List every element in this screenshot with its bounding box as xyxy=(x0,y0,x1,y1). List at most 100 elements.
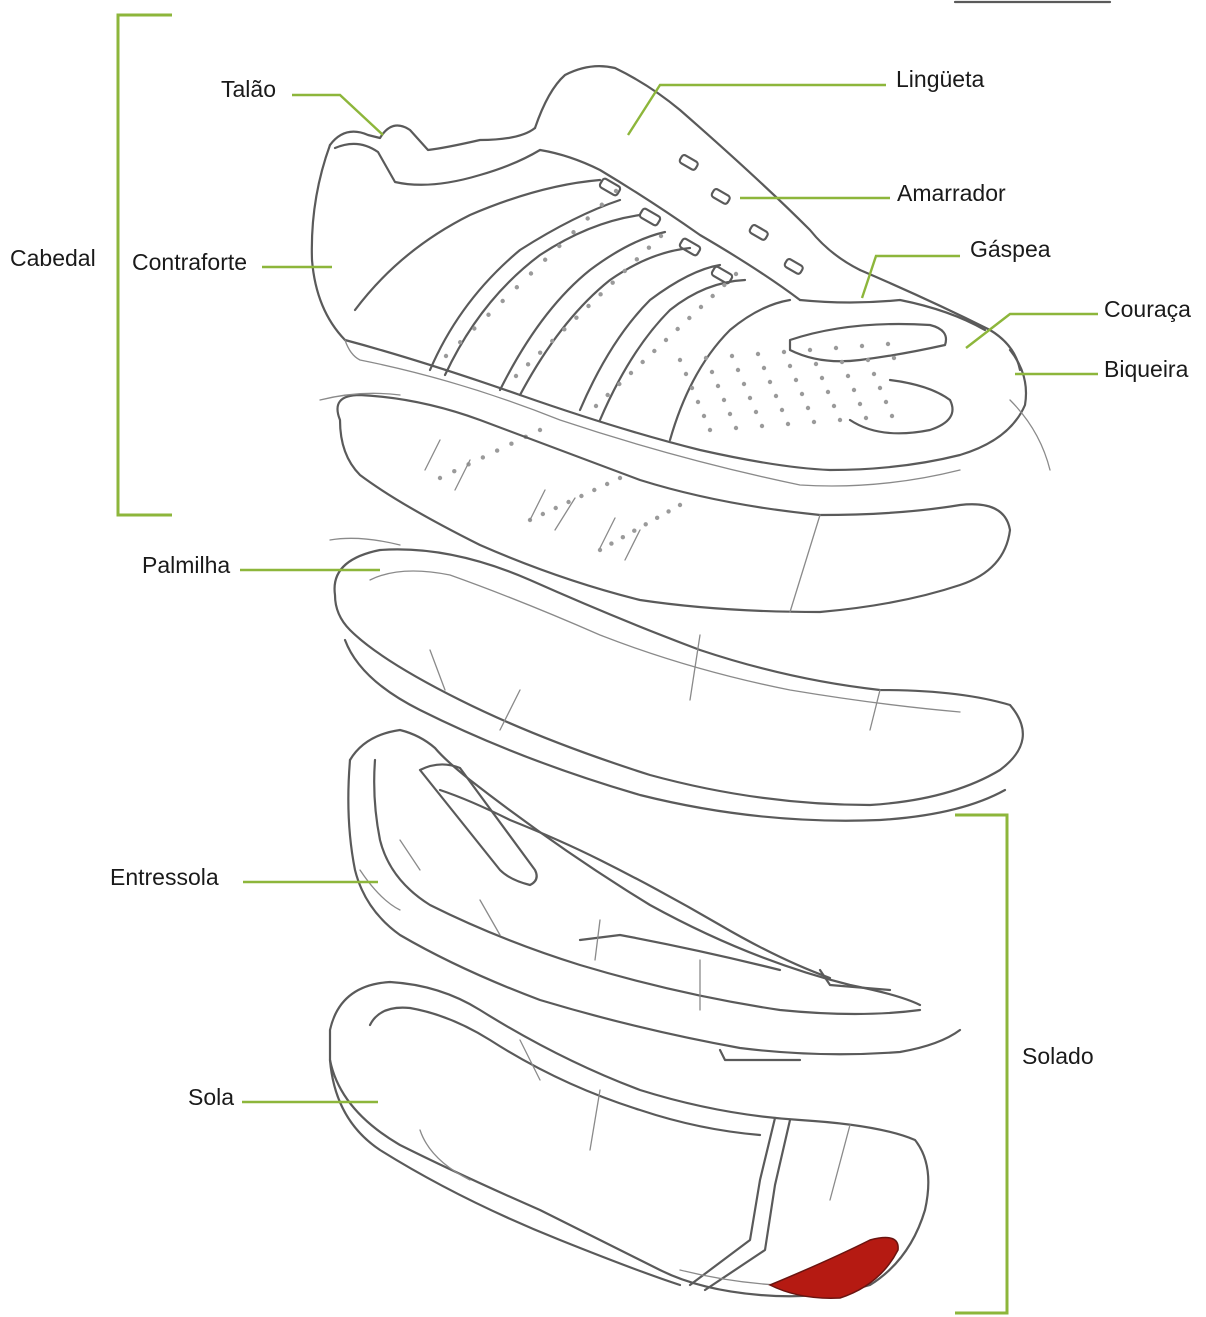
perforation-dot xyxy=(655,516,659,520)
label-palmilha: Palmilha xyxy=(142,554,230,577)
perforation-dot xyxy=(734,272,738,276)
perforation-dot xyxy=(840,360,844,364)
perforation-dot xyxy=(538,428,542,432)
perforation-dot xyxy=(586,304,590,308)
perforation-dot xyxy=(760,424,764,428)
perforation-dot xyxy=(852,388,856,392)
perforation-dot xyxy=(878,386,882,390)
perforation-dot xyxy=(664,338,668,342)
perforation-dot xyxy=(472,326,476,330)
perforation-dot xyxy=(858,402,862,406)
perforation-dot xyxy=(716,384,720,388)
perforation-dot xyxy=(526,362,530,366)
perforation-dot xyxy=(788,364,792,368)
entressola-sketch xyxy=(348,730,960,1060)
perforation-dot xyxy=(509,442,513,446)
perforation-dot xyxy=(610,280,614,284)
perforation-dot xyxy=(866,358,870,362)
perforation-dot xyxy=(652,349,656,353)
perforation-dot xyxy=(794,378,798,382)
perforation-dot xyxy=(659,234,663,238)
perforation-dot xyxy=(834,346,838,350)
perforation-dot xyxy=(806,406,810,410)
perforation-dot xyxy=(768,380,772,384)
label-talao: Talão xyxy=(221,78,276,101)
perforation-dot xyxy=(543,258,547,262)
eyelet xyxy=(639,208,661,227)
perforation-dot xyxy=(571,230,575,234)
palmilha-sketch xyxy=(330,538,1023,820)
perforation-dot xyxy=(621,535,625,539)
perforation-dot xyxy=(872,372,876,376)
perforation-dot xyxy=(666,509,670,513)
perforation-dot xyxy=(704,356,708,360)
perforation-dot xyxy=(696,400,700,404)
label-entressola: Entressola xyxy=(110,866,219,889)
perforation-dot xyxy=(598,292,602,296)
perforation-dot xyxy=(438,476,442,480)
perforation-dot xyxy=(690,386,694,390)
perforation-dot xyxy=(515,285,519,289)
eyelet xyxy=(749,224,769,241)
perforation-dot xyxy=(786,422,790,426)
label-couraca: Couraça xyxy=(1104,298,1191,321)
perforation-dot xyxy=(722,398,726,402)
label-contraforte: Contraforte xyxy=(132,251,247,274)
talao-leader xyxy=(292,95,383,135)
perforation-dot xyxy=(820,376,824,380)
perforation-dot xyxy=(678,503,682,507)
perforation-dot xyxy=(600,203,604,207)
sola-sketch xyxy=(330,982,928,1298)
eyelet xyxy=(711,266,733,285)
perforation-dot xyxy=(708,428,712,432)
perforation-dot xyxy=(605,393,609,397)
lingueta-leader xyxy=(628,85,886,135)
perforation-dot xyxy=(762,366,766,370)
perforation-dot xyxy=(481,455,485,459)
perforation-dot xyxy=(605,482,609,486)
perforation-dot xyxy=(728,412,732,416)
perforation-dot xyxy=(710,370,714,374)
perforation-dot xyxy=(826,390,830,394)
eyelet xyxy=(679,154,699,171)
perforation-dot xyxy=(554,506,558,510)
perforation-dot xyxy=(884,400,888,404)
label-cabedal: Cabedal xyxy=(10,247,96,270)
perforation-dot xyxy=(687,316,691,320)
perforation-dot xyxy=(486,313,490,317)
perforation-dot xyxy=(592,488,596,492)
perforation-dot xyxy=(541,512,545,516)
perforation-dot xyxy=(782,350,786,354)
perforation-dot xyxy=(754,410,758,414)
perforation-dot xyxy=(774,394,778,398)
label-biqueira: Biqueira xyxy=(1104,358,1188,381)
perforation-dot xyxy=(538,350,542,354)
label-amarrador: Amarrador xyxy=(897,182,1006,205)
perforation-dot xyxy=(684,372,688,376)
perforation-dot xyxy=(710,294,714,298)
perforation-dot xyxy=(722,283,726,287)
perforation-dot xyxy=(452,469,456,473)
perforation-dot xyxy=(579,494,583,498)
perforation-dot xyxy=(566,500,570,504)
red-heel-insert xyxy=(770,1238,898,1299)
perforation-dot xyxy=(647,245,651,249)
perforation-dot xyxy=(635,257,639,261)
perforation-dot xyxy=(623,269,627,273)
perforation-dot xyxy=(678,358,682,362)
perforation-dot xyxy=(890,414,894,418)
perforation-dot xyxy=(846,374,850,378)
eyelet xyxy=(711,188,731,205)
perforation-dot xyxy=(780,408,784,412)
eyelet xyxy=(784,258,804,275)
perforation-dot xyxy=(458,340,462,344)
perforation-dot xyxy=(832,404,836,408)
perforation-dot xyxy=(860,344,864,348)
perforation-dot xyxy=(675,327,679,331)
perforation-dot xyxy=(609,541,613,545)
perforation-dot xyxy=(644,522,648,526)
perforation-dot xyxy=(838,418,842,422)
upper-sketch xyxy=(312,66,1026,486)
